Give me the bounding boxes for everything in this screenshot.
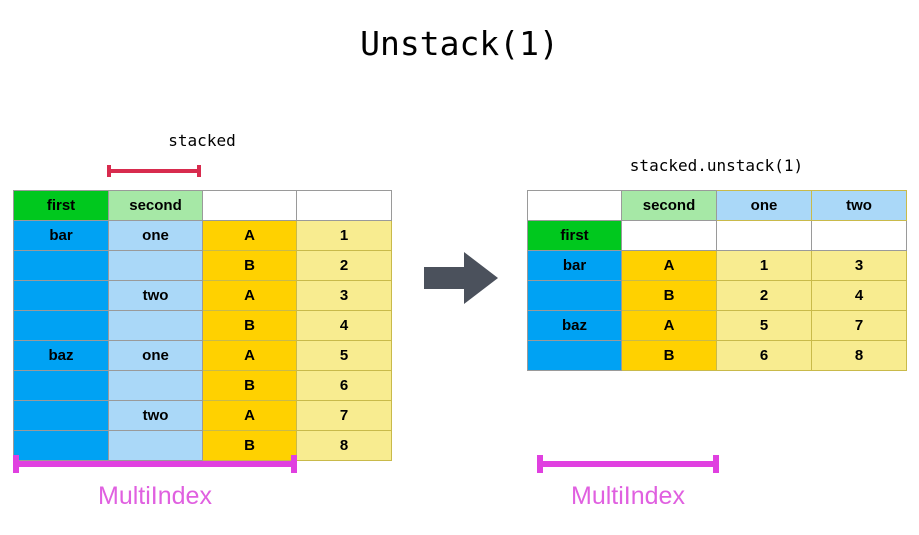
bracket-cap-right — [713, 455, 719, 473]
header-cell-blank-4 — [811, 220, 907, 251]
header-cell-second: second — [108, 190, 203, 221]
cell-value-one: 1 — [716, 250, 812, 281]
table-row: B 2 4 — [527, 280, 907, 311]
cell-first — [13, 280, 109, 311]
bracket-cap-right — [291, 455, 297, 473]
cell-first — [13, 250, 109, 281]
cell-value: 4 — [296, 310, 392, 341]
cell-letter: A — [202, 220, 297, 251]
cell-value-one: 5 — [716, 310, 812, 341]
bracket-cap-right — [197, 165, 201, 177]
table-header-row-2: first — [527, 220, 907, 251]
cell-first — [527, 280, 622, 311]
cell-first — [13, 430, 109, 461]
header-cell-blank-1 — [527, 190, 622, 221]
cell-value: 2 — [296, 250, 392, 281]
table-row: two A 3 — [13, 280, 392, 311]
cell-second — [108, 250, 203, 281]
cell-value: 8 — [296, 430, 392, 461]
cell-second: one — [108, 340, 203, 371]
table-row: B 4 — [13, 310, 392, 341]
cell-letter: B — [202, 250, 297, 281]
cell-value-two: 8 — [811, 340, 907, 371]
cell-first: bar — [13, 220, 109, 251]
cell-first — [527, 340, 622, 371]
cell-value-two: 7 — [811, 310, 907, 341]
table-header-row: first second — [13, 190, 392, 221]
table-row: two A 7 — [13, 400, 392, 431]
page-title: Unstack(1) — [360, 24, 559, 63]
table-row: B 6 — [13, 370, 392, 401]
cell-letter: A — [621, 310, 717, 341]
table-row: bar one A 1 — [13, 220, 392, 251]
header-cell-blank-2 — [296, 190, 392, 221]
cell-value: 6 — [296, 370, 392, 401]
cell-letter: A — [202, 400, 297, 431]
cell-value-two: 4 — [811, 280, 907, 311]
cell-second — [108, 370, 203, 401]
second-column-bracket — [107, 165, 201, 177]
multiindex-bracket-right — [537, 455, 719, 473]
caption-line-1: stacked.unstack(1) — [629, 156, 804, 175]
table-row: baz one A 5 — [13, 340, 392, 371]
cell-value: 7 — [296, 400, 392, 431]
header-cell-second: second — [621, 190, 717, 221]
table-row: B 8 — [13, 430, 392, 461]
cell-letter: B — [202, 310, 297, 341]
cell-first — [13, 310, 109, 341]
cell-second: two — [108, 400, 203, 431]
header-cell-one: one — [716, 190, 812, 221]
cell-first: bar — [527, 250, 622, 281]
table-row: B 2 — [13, 250, 392, 281]
cell-second: two — [108, 280, 203, 311]
header-cell-blank-1 — [202, 190, 297, 221]
bracket-bar — [537, 461, 719, 467]
cell-first — [13, 400, 109, 431]
cell-letter: A — [621, 250, 717, 281]
table-row: baz A 5 7 — [527, 310, 907, 341]
header-cell-blank-3 — [716, 220, 812, 251]
cell-second — [108, 310, 203, 341]
cell-letter: A — [202, 280, 297, 311]
cell-value-one: 2 — [716, 280, 812, 311]
stacked-caption: stacked — [168, 131, 236, 150]
header-cell-two: two — [811, 190, 907, 221]
cell-letter: B — [621, 340, 717, 371]
cell-letter: B — [621, 280, 717, 311]
cell-first: baz — [527, 310, 622, 341]
table-header-row-1: second one two — [527, 190, 907, 221]
cell-second: one — [108, 220, 203, 251]
stacked-table: first second bar one A 1 B 2 two A 3 B — [13, 190, 392, 461]
cell-first: baz — [13, 340, 109, 371]
header-cell-first: first — [527, 220, 622, 251]
multiindex-label-right: MultiIndex — [571, 482, 685, 510]
cell-letter: A — [202, 340, 297, 371]
table-row: bar A 1 3 — [527, 250, 907, 281]
bracket-bar — [107, 169, 201, 173]
header-cell-first: first — [13, 190, 109, 221]
cell-value: 3 — [296, 280, 392, 311]
cell-value: 5 — [296, 340, 392, 371]
cell-value-two: 3 — [811, 250, 907, 281]
cell-first — [13, 370, 109, 401]
multiindex-label-left: MultiIndex — [98, 482, 212, 510]
bracket-bar — [13, 461, 297, 467]
cell-letter: B — [202, 430, 297, 461]
multiindex-bracket-left — [13, 455, 297, 473]
cell-value: 1 — [296, 220, 392, 251]
header-cell-blank-2 — [621, 220, 717, 251]
table-row: B 6 8 — [527, 340, 907, 371]
unstacked-table: second one two first bar A 1 3 B 2 4 baz… — [527, 190, 907, 371]
cell-letter: B — [202, 370, 297, 401]
right-arrow-icon — [424, 252, 498, 304]
cell-value-one: 6 — [716, 340, 812, 371]
